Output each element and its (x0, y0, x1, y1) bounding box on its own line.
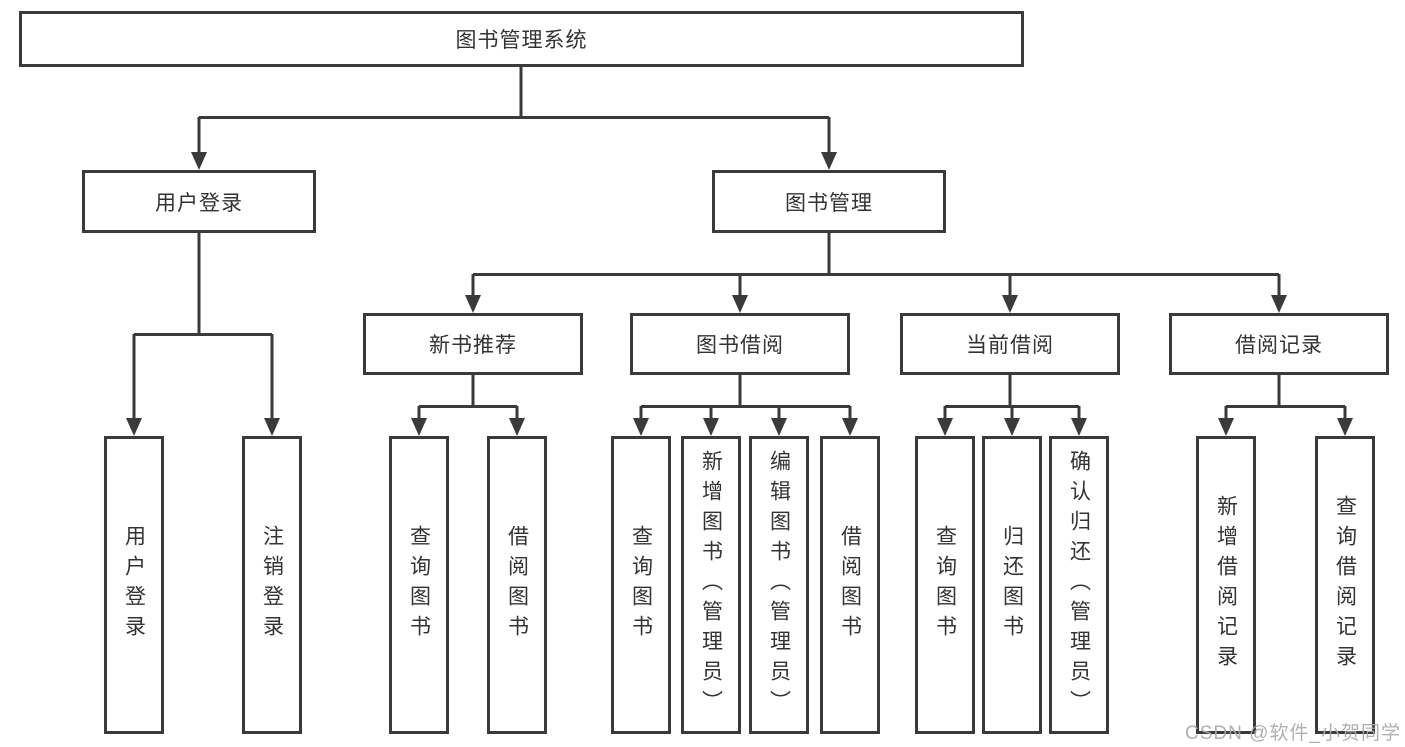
arrowhead (937, 418, 953, 436)
arrowhead (821, 152, 837, 170)
arrowhead (1002, 295, 1018, 313)
arrowhead (771, 418, 787, 436)
arrowhead (1004, 418, 1020, 436)
node-book-management: 图书管理 (712, 170, 946, 233)
connector-lines (132, 67, 1347, 420)
node-root: 图书管理系统 (19, 11, 1024, 67)
node-borrow-records: 借阅记录 (1169, 313, 1389, 375)
leaf-borrow-books-recommend: 借阅图书 (487, 436, 547, 734)
arrowhead (1071, 418, 1087, 436)
leaf-label: 查询图书 (629, 525, 653, 645)
leaf-query-books-current: 查询图书 (915, 436, 975, 734)
arrowhead (732, 295, 748, 313)
leaf-query-books-recommend: 查询图书 (389, 436, 449, 734)
leaf-label: 查询图书 (933, 525, 957, 645)
arrowhead (126, 418, 142, 436)
arrowhead (633, 418, 649, 436)
leaf-label: 新增图书（管理员） (699, 450, 723, 720)
leaf-label: 编辑图书（管理员） (767, 450, 791, 720)
node-user-login: 用户登录 (82, 170, 316, 233)
arrowhead (842, 418, 858, 436)
arrowhead (191, 152, 207, 170)
arrowhead (1337, 418, 1353, 436)
leaf-edit-book-admin: 编辑图书（管理员） (749, 436, 809, 734)
arrowhead (1218, 418, 1234, 436)
leaf-label: 确认归还（管理员） (1067, 450, 1091, 720)
arrowhead (465, 295, 481, 313)
watermark: CSDN @软件_小贺同学 (1185, 723, 1401, 744)
leaf-add-borrow-record: 新增借阅记录 (1196, 436, 1256, 734)
leaf-add-book-admin: 新增图书（管理员） (681, 436, 741, 734)
arrowhead (1271, 295, 1287, 313)
node-book-borrow: 图书借阅 (630, 313, 850, 375)
arrowhead (411, 418, 427, 436)
leaf-user-login: 用户登录 (104, 436, 164, 734)
leaf-label: 注销登录 (260, 525, 284, 645)
leaf-label: 查询借阅记录 (1333, 495, 1357, 675)
leaf-label: 归还图书 (1000, 525, 1024, 645)
leaf-label: 借阅图书 (505, 525, 529, 645)
leaf-return-book: 归还图书 (982, 436, 1042, 734)
arrowhead (703, 418, 719, 436)
leaf-label: 用户登录 (122, 525, 146, 645)
leaf-confirm-return-admin: 确认归还（管理员） (1049, 436, 1109, 734)
leaf-query-borrow-record: 查询借阅记录 (1315, 436, 1375, 734)
leaf-borrow-books: 借阅图书 (820, 436, 880, 734)
arrowhead (264, 418, 280, 436)
leaf-query-books-borrow: 查询图书 (611, 436, 671, 734)
leaf-label: 借阅图书 (838, 525, 862, 645)
leaf-label: 查询图书 (407, 525, 431, 645)
arrowheads (126, 152, 1353, 436)
leaf-logout: 注销登录 (242, 436, 302, 734)
node-current-borrow: 当前借阅 (900, 313, 1120, 375)
arrowhead (509, 418, 525, 436)
leaf-label: 新增借阅记录 (1214, 495, 1238, 675)
node-new-book-recommend: 新书推荐 (363, 313, 583, 375)
